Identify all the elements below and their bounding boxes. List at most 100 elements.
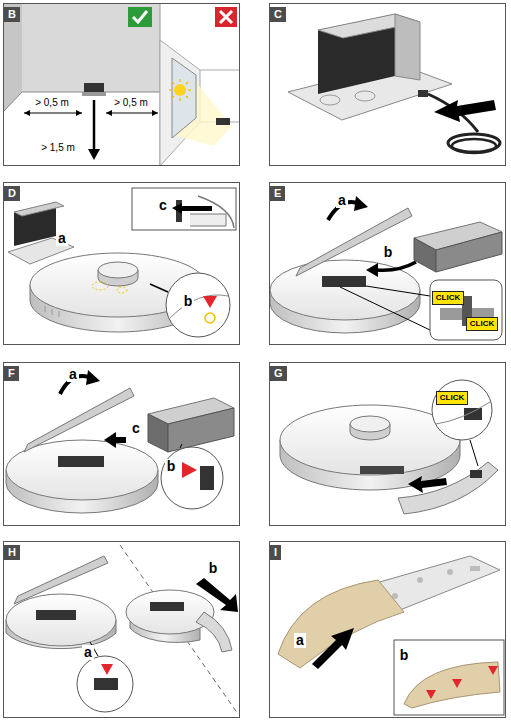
battery-insert — [148, 414, 168, 452]
bumper-attach — [398, 462, 498, 514]
step-part-letter: c — [157, 198, 169, 213]
battery-insert — [24, 388, 134, 452]
step-part-letter: b — [398, 648, 411, 663]
bumper-remove — [14, 556, 108, 604]
bumper-attach — [470, 440, 478, 466]
illustration-part — [172, 82, 174, 84]
dustbin-insert — [414, 238, 436, 272]
robot-on-dock — [172, 203, 212, 214]
placement-scene — [128, 7, 152, 27]
illustration-part — [186, 96, 188, 98]
bumper-attach — [432, 380, 492, 440]
battery-insert — [104, 432, 126, 448]
battery-insert — [6, 370, 234, 513]
step-part-letter: b — [382, 245, 395, 260]
step-letter: F — [4, 366, 19, 381]
step-panel: G — [269, 362, 506, 526]
mop-pad — [312, 628, 354, 669]
bumper-remove — [101, 664, 113, 675]
robot-on-dock — [14, 202, 64, 216]
mop-pad — [488, 666, 498, 675]
mop-pad — [278, 556, 504, 715]
dustbin-insert — [366, 263, 378, 277]
dustbin-insert — [296, 208, 412, 276]
illustration-part — [470, 566, 480, 571]
dustbin-insert — [430, 280, 502, 340]
distance-label: > 0,5 m — [113, 97, 149, 109]
step-part-letter: b — [165, 459, 178, 474]
click-callout: CLICK — [436, 391, 468, 405]
step-panel: D — [3, 182, 240, 345]
bumper-attach — [436, 402, 490, 424]
placement-scene — [3, 92, 22, 112]
step-part-letter: a — [294, 633, 306, 648]
step-panel: B — [3, 3, 240, 166]
distance-label: > 1,5 m — [40, 142, 76, 154]
step-part-letter: a — [336, 193, 348, 208]
robot-on-dock — [205, 313, 215, 323]
placement-scene — [220, 11, 232, 23]
bumper-remove — [6, 594, 116, 646]
illustration-part — [188, 89, 191, 90]
placement-scene — [133, 11, 147, 22]
step-letter: G — [270, 366, 287, 381]
docking-station — [418, 90, 428, 97]
step-part-letter: c — [130, 421, 142, 436]
placement-scene — [106, 110, 112, 116]
battery-insert — [168, 408, 234, 452]
dustbin-insert — [376, 262, 416, 270]
illustration-part — [45, 306, 46, 312]
step-letter: C — [270, 7, 286, 22]
step-panel: I — [269, 541, 506, 718]
illustration-part — [172, 96, 174, 98]
placement-scene — [93, 100, 96, 150]
bumper-remove — [6, 545, 238, 714]
robot-on-dock — [92, 282, 108, 290]
bumper-attach — [408, 476, 447, 493]
step-part-letter: a — [67, 367, 79, 382]
placement-scene — [106, 113, 158, 114]
illustration-part — [52, 309, 53, 315]
click-callout: CLICK — [432, 291, 464, 305]
robot-on-dock — [8, 188, 236, 337]
step-part-letter: a — [82, 645, 94, 660]
mop-pad — [394, 640, 504, 715]
step-letter: D — [4, 186, 20, 201]
bumper-remove — [36, 610, 76, 620]
placement-scene — [174, 84, 186, 96]
placement-scene — [24, 113, 82, 114]
bumper-remove — [94, 678, 118, 690]
placement-scene — [22, 3, 160, 92]
docking-station — [320, 95, 340, 105]
bumper-remove — [196, 612, 232, 652]
battery-insert — [58, 456, 104, 467]
mop-pad — [404, 662, 500, 708]
placement-scene — [88, 149, 100, 160]
bumper-remove — [126, 590, 214, 634]
battery-insert — [161, 447, 223, 509]
placement-scene — [84, 83, 104, 93]
robot-on-dock — [166, 273, 230, 337]
mop-pad — [426, 690, 436, 699]
bumper-attach — [280, 380, 498, 514]
dustbin-insert — [366, 286, 430, 296]
dustbin-insert — [270, 196, 502, 340]
battery-insert — [200, 466, 214, 490]
bumper-remove — [120, 545, 238, 714]
illustration-part — [392, 566, 480, 599]
dustbin-insert — [436, 232, 502, 272]
docking-station — [355, 91, 375, 101]
battery-insert — [86, 370, 100, 385]
illustration-part — [179, 98, 180, 101]
step-letter: E — [270, 186, 285, 201]
step-panel: C — [269, 3, 506, 166]
illustration-part — [186, 82, 188, 84]
placement-scene — [172, 58, 196, 138]
illustration-part — [45, 306, 59, 317]
step-part-letter: b — [182, 294, 195, 309]
bumper-attach — [470, 470, 482, 478]
docking-station — [434, 100, 496, 122]
distance-label: > 0,5 m — [34, 97, 70, 109]
